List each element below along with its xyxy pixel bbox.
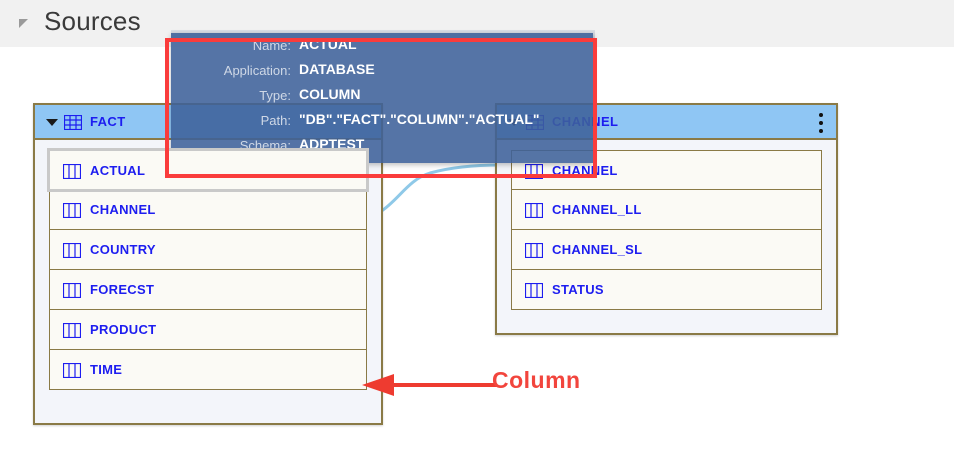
table-grid-icon (64, 115, 82, 130)
column-row-country[interactable]: COUNTRY (49, 230, 367, 270)
tooltip-value: DATABASE (299, 61, 375, 77)
column-icon (525, 243, 543, 258)
entity-fact-columns: ACTUAL CHANNEL COUNTRY (35, 140, 381, 404)
kebab-dot (819, 129, 823, 133)
column-icon (525, 203, 543, 218)
tooltip-row-schema: Schema: ADPTEST (171, 133, 593, 158)
tooltip-row-application: Application: DATABASE (171, 58, 593, 83)
tooltip-value: "DB"."FACT"."COLUMN"."ACTUAL" (299, 111, 540, 127)
tooltip-key: Application: (223, 63, 291, 78)
column-icon (525, 283, 543, 298)
highlight-rectangle (165, 38, 597, 178)
column-label: CHANNEL_SL (552, 242, 643, 257)
entity-fact-name: FACT (90, 114, 126, 129)
tooltip-value: COLUMN (299, 86, 361, 102)
column-label: PRODUCT (90, 322, 157, 337)
column-icon (63, 283, 81, 298)
column-label: STATUS (552, 282, 604, 297)
column-label: TIME (90, 362, 123, 377)
caret-down-icon[interactable] (46, 119, 58, 126)
tooltip-row-type: Type: COLUMN (171, 83, 593, 108)
column-row-forecst[interactable]: FORECST (49, 270, 367, 310)
entity-channel[interactable]: CHANNEL CHANNEL (495, 103, 838, 335)
column-icon (63, 164, 81, 179)
tooltip-row-path: Path: "DB"."FACT"."COLUMN"."ACTUAL" (171, 108, 593, 133)
tooltip-value: ADPTEST (299, 136, 365, 152)
kebab-dot (819, 121, 823, 125)
column-label: CHANNEL (90, 202, 156, 217)
tooltip-key: Type: (259, 88, 291, 103)
annotation-label: Column (492, 367, 581, 393)
kebab-menu-icon[interactable] (819, 113, 824, 133)
column-details-tooltip: Name: ACTUAL Application: DATABASE Type:… (171, 33, 593, 163)
page-title: Sources (44, 6, 141, 36)
column-row-channel[interactable]: CHANNEL (49, 190, 367, 230)
column-row-actual[interactable]: ACTUAL (47, 148, 369, 192)
column-icon (63, 243, 81, 258)
column-label: ACTUAL (90, 163, 146, 178)
column-row-status[interactable]: STATUS (511, 270, 822, 310)
left-arrow-icon (362, 374, 497, 396)
column-row-product[interactable]: PRODUCT (49, 310, 367, 350)
column-row-time[interactable]: TIME (49, 350, 367, 390)
kebab-dot (819, 113, 823, 117)
column-icon (63, 363, 81, 378)
column-row-channel-sl[interactable]: CHANNEL_SL (511, 230, 822, 270)
column-label: CHANNEL_LL (552, 202, 642, 217)
tooltip-key: Path: (260, 113, 291, 128)
tooltip-key: Schema: (239, 138, 291, 153)
diagram-canvas: FACT ACTUAL CHANN (0, 47, 954, 464)
entity-fact[interactable]: FACT ACTUAL CHANN (33, 103, 383, 425)
column-label: FORECST (90, 282, 155, 297)
triangle-collapse-icon[interactable] (19, 19, 28, 28)
column-label: COUNTRY (90, 242, 156, 257)
column-icon (63, 203, 81, 218)
column-row-channel-ll[interactable]: CHANNEL_LL (511, 190, 822, 230)
column-icon (63, 323, 81, 338)
